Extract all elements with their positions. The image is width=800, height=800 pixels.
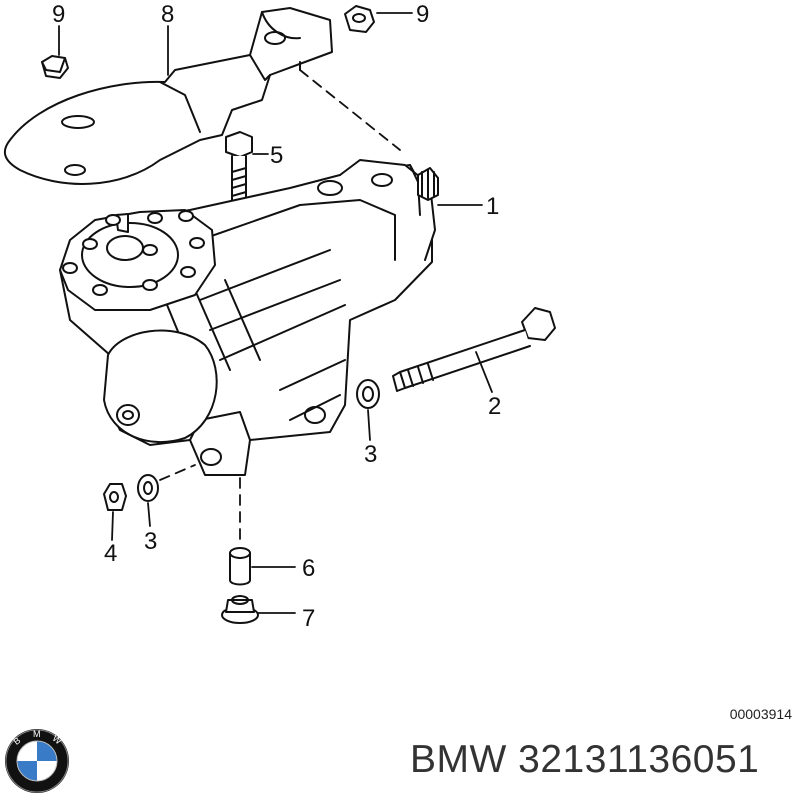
part-number-title: BMW 32131136051 <box>410 738 760 781</box>
callout-1: 1 <box>486 193 499 220</box>
leader-lines <box>58 12 493 614</box>
callout-2: 2 <box>488 393 501 420</box>
reference-code: 00003914 <box>729 706 792 722</box>
bmw-roundel-logo: B M W <box>5 729 69 793</box>
svg-text:B: B <box>11 735 22 747</box>
callout-6: 6 <box>302 555 315 582</box>
callout-3-right: 3 <box>364 441 377 468</box>
callout-5: 5 <box>270 142 283 169</box>
callout-8: 8 <box>161 1 174 28</box>
cover-bolts <box>62 210 205 296</box>
svg-text:M: M <box>33 729 41 739</box>
callout-labels: 9 8 9 5 1 2 3 3 4 6 7 <box>52 1 501 632</box>
alignment-lines <box>159 69 401 546</box>
washer-left <box>137 474 159 502</box>
callout-4: 4 <box>104 540 117 567</box>
steering-gear-box <box>59 159 439 476</box>
callout-9-right: 9 <box>416 1 429 28</box>
hex-bolt-2 <box>392 307 556 392</box>
collar-nut-7 <box>221 595 259 624</box>
washer-right <box>356 379 380 409</box>
nut-right <box>344 5 375 33</box>
hex-nut-4 <box>103 483 127 511</box>
nut-left <box>41 55 69 79</box>
callout-7: 7 <box>302 605 315 632</box>
callout-3-left: 3 <box>144 528 157 555</box>
bolt-5 <box>225 131 253 211</box>
spacer-sleeve-6 <box>229 547 251 586</box>
callout-9-left: 9 <box>52 1 65 28</box>
mounting-bracket <box>3 7 333 185</box>
